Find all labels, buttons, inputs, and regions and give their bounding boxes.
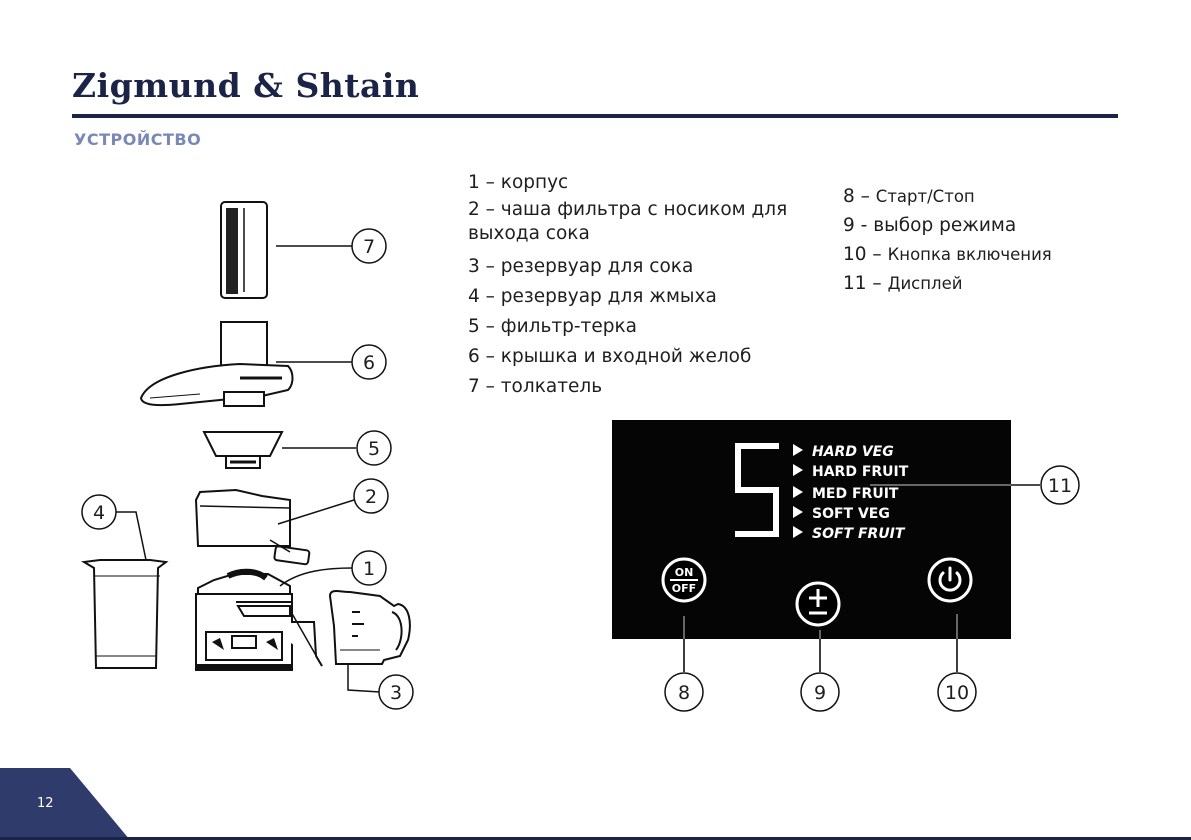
diagram-callout-lines xyxy=(116,245,381,693)
bottom-rule xyxy=(0,837,1191,840)
mode-arrow-icon xyxy=(793,464,803,476)
mode-soft-veg: SOFT VEG xyxy=(812,506,890,522)
header-rule xyxy=(72,114,1118,118)
callout-8-label: 8 xyxy=(678,682,690,704)
mode-soft-fruit: SOFT FRUIT xyxy=(812,526,906,542)
callout-9-label: 9 xyxy=(814,682,826,704)
lid-drawing xyxy=(139,321,294,407)
parts-legend: 1 – корпус 2 – чаша фильтра с носиком дл… xyxy=(468,168,813,402)
callout-6 xyxy=(351,344,387,380)
filter-drawing xyxy=(202,431,284,469)
callout-1 xyxy=(351,550,387,586)
legend-item-9: 9 - выбор режима xyxy=(843,215,1017,236)
mode-arrow-icon xyxy=(793,526,803,538)
callout-3-label: 3 xyxy=(390,682,402,704)
callout-4 xyxy=(81,494,117,530)
mode-hard-veg: HARD VEG xyxy=(812,444,894,460)
callout-3 xyxy=(378,674,414,710)
onoff-top-label: ON xyxy=(675,566,694,579)
section-title: УСТРОЙСТВО xyxy=(74,130,202,149)
mode-select-button[interactable] xyxy=(795,581,841,627)
legend-item-6: 6 – крышка и входной желоб xyxy=(468,346,752,367)
callout-6-label: 6 xyxy=(363,352,375,374)
seven-segment-digit xyxy=(735,443,779,537)
juice-jug-drawing xyxy=(328,590,411,665)
callout-7-label: 7 xyxy=(363,236,375,258)
legend-item-11: 11 – Дисплей xyxy=(843,273,963,294)
power-button[interactable] xyxy=(927,557,973,603)
juicer-exploded-diagram xyxy=(81,201,411,693)
callout-2 xyxy=(353,478,389,514)
pusher-drawing xyxy=(220,201,268,299)
plus-minus-icon xyxy=(809,589,827,615)
callout-2-label: 2 xyxy=(365,486,377,508)
legend-item-3: 3 – резервуар для сока xyxy=(468,256,694,277)
callout-4-label: 4 xyxy=(93,502,105,524)
onoff-button[interactable]: ON OFF xyxy=(661,557,707,603)
controls-legend: 8 – Старт/Стоп 9 - выбор режима 10 – Кно… xyxy=(843,182,1123,298)
legend-item-10: 10 – Кнопка включения xyxy=(843,244,1052,265)
callout-7 xyxy=(351,228,387,264)
callout-5-label: 5 xyxy=(368,438,380,460)
callout-11 xyxy=(1040,465,1080,505)
callout-5 xyxy=(356,430,392,466)
legend-item-4: 4 – резервуар для жмыха xyxy=(468,286,717,307)
page-number: 12 xyxy=(37,796,54,811)
mode-list xyxy=(793,444,803,538)
body-drawing xyxy=(195,568,323,671)
brand-logo: Zigmund & Shtain xyxy=(72,66,420,105)
control-panel: 5 HARD VEG HARD FRUIT MED FRUIT SOFT VEG… xyxy=(612,420,1080,712)
legend-item-1: 1 – корпус xyxy=(468,172,569,193)
mode-med-fruit: MED FRUIT xyxy=(812,486,899,502)
mode-arrow-icon xyxy=(793,486,803,498)
legend-item-5: 5 – фильтр-терка xyxy=(468,316,637,337)
legend-item-8: 8 – Старт/Стоп xyxy=(843,186,975,207)
callout-10 xyxy=(937,672,977,712)
panel-callout-lines xyxy=(683,484,1040,672)
callout-8 xyxy=(664,672,704,712)
legend-item-2: 2 – чаша фильтра с носиком для выхода со… xyxy=(468,199,788,244)
pulp-container-drawing xyxy=(81,559,169,669)
diagram-callouts xyxy=(81,228,414,710)
mode-hard-fruit: HARD FRUIT xyxy=(812,464,909,480)
callout-9 xyxy=(800,672,840,712)
filter-bowl-drawing xyxy=(194,488,311,566)
callout-1-label: 1 xyxy=(363,558,375,580)
mode-arrow-icon xyxy=(793,444,803,456)
onoff-bottom-label: OFF xyxy=(672,582,696,595)
power-icon xyxy=(938,566,962,592)
callout-10-label: 10 xyxy=(945,682,969,704)
callout-11-label: 11 xyxy=(1048,475,1072,497)
legend-item-7: 7 – толкатель xyxy=(468,376,603,397)
panel-callouts xyxy=(664,465,1080,712)
mode-arrow-icon xyxy=(793,506,803,518)
